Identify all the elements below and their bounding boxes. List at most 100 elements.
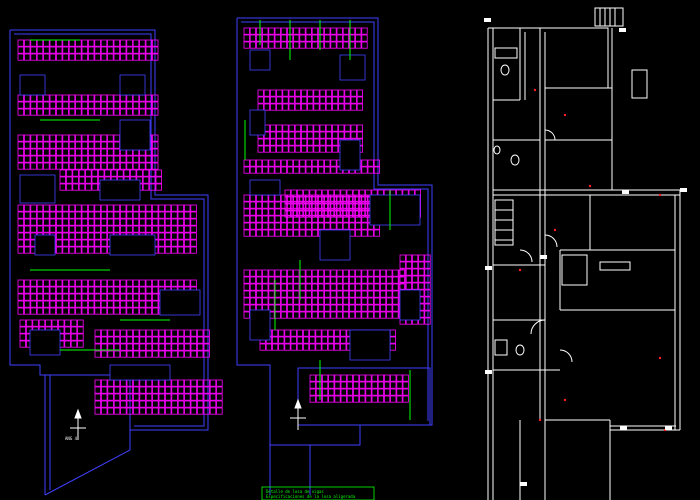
slab-block (132, 400, 140, 408)
slab-block (324, 276, 331, 284)
slab-block (23, 286, 31, 294)
slab-block (145, 39, 152, 47)
slab-block (311, 27, 319, 35)
slab-block (390, 374, 397, 382)
slab-block (361, 208, 368, 216)
slab-block (361, 215, 368, 223)
slab-block (352, 388, 360, 396)
slab-block (94, 407, 101, 415)
slab-block (183, 204, 191, 212)
slab-block (68, 300, 76, 308)
slab-block (336, 34, 343, 42)
slab-block (171, 246, 178, 254)
slab-block (91, 183, 98, 191)
slab-block (129, 169, 137, 177)
slab-block (324, 27, 331, 35)
slab-block (36, 155, 44, 163)
slab-block (85, 176, 92, 184)
slab-block (355, 222, 362, 230)
slab-block (107, 134, 114, 142)
slab-block (293, 201, 300, 209)
slab-block (336, 311, 343, 319)
slab-block (68, 162, 76, 170)
slab-block (356, 103, 364, 111)
slab-block (305, 34, 312, 42)
slab-block (411, 261, 419, 269)
slab-block (280, 276, 288, 284)
slab-block (64, 319, 71, 327)
slab-block (151, 211, 159, 219)
slab-block (49, 53, 56, 61)
slab-block (100, 94, 108, 102)
slab-block (286, 229, 294, 237)
slab-block (49, 279, 56, 287)
slab-block (145, 279, 152, 287)
slab-block (36, 101, 44, 109)
slab-block (88, 101, 95, 109)
slab-block (355, 201, 362, 209)
slab-block (331, 89, 339, 97)
slab-block (367, 159, 374, 167)
slab-block (361, 290, 368, 298)
slab-block (299, 208, 306, 216)
annotation-mark (658, 193, 662, 197)
slab-block (94, 101, 101, 109)
slab-block (56, 232, 63, 240)
slab-block (190, 211, 197, 219)
slab-block (43, 108, 50, 116)
slab-block (120, 343, 127, 351)
slab-block (30, 148, 37, 156)
slab-block (132, 211, 140, 219)
slab-block (30, 225, 37, 233)
slab-block (184, 386, 191, 394)
slab-block (311, 215, 319, 223)
annotation-mark (563, 113, 567, 117)
slab-block (317, 222, 325, 230)
slab-block (70, 326, 78, 334)
slab-block (62, 246, 69, 254)
slab-block (190, 379, 197, 387)
slab-block (243, 222, 250, 230)
slab-block (36, 293, 44, 301)
slab-block (280, 283, 288, 291)
slab-opening (319, 229, 351, 261)
slab-block (307, 124, 314, 132)
slab-block (294, 89, 302, 97)
slab-block (88, 141, 95, 149)
slab-block (309, 336, 316, 344)
slab-block (145, 386, 153, 394)
slab-block (190, 279, 197, 287)
slab-block (377, 388, 385, 396)
slab-block (107, 336, 114, 344)
slab-block (100, 108, 108, 116)
slab-block (336, 283, 343, 291)
slab-block (94, 225, 101, 233)
slab-block (151, 148, 159, 156)
slab-block (100, 239, 108, 247)
slab-block (17, 225, 24, 233)
slab-block (190, 225, 197, 233)
slab-block (255, 34, 263, 42)
slab-block (81, 204, 88, 212)
slab-block (17, 218, 24, 226)
slab-block (81, 225, 88, 233)
slab-block (317, 297, 325, 305)
slab-block (265, 343, 273, 351)
slab-block (107, 46, 114, 54)
slab-block (17, 46, 24, 54)
slab-block (164, 239, 172, 247)
slab-block (249, 297, 256, 305)
slab-block (402, 395, 409, 403)
slab-block (45, 319, 52, 327)
slab-block (132, 225, 140, 233)
slab-block (300, 131, 308, 139)
slab-block (280, 304, 288, 312)
slab-block (23, 148, 31, 156)
slab-block (101, 407, 108, 415)
slab-block (262, 159, 269, 167)
slab-block (367, 166, 374, 174)
slab-block (293, 34, 300, 42)
slab-block (367, 269, 374, 277)
slab-block (350, 96, 357, 104)
slab-block (94, 279, 101, 287)
